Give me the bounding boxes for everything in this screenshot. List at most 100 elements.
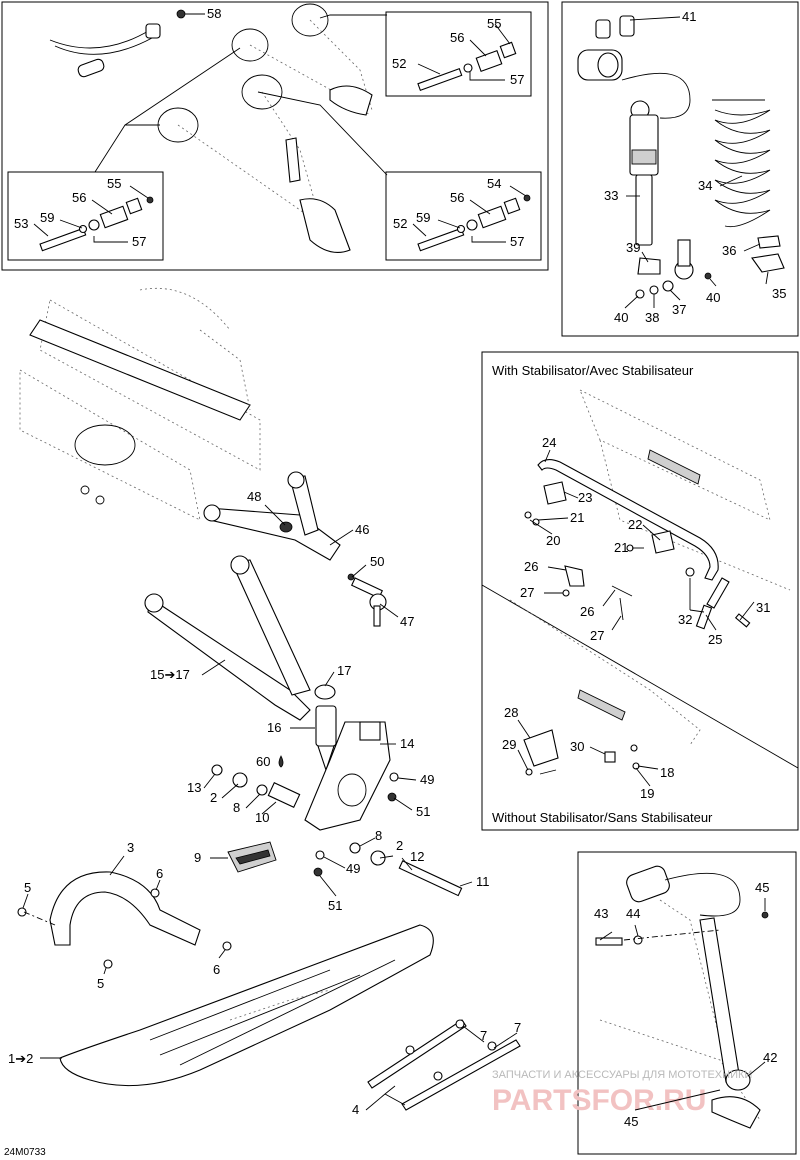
callout-40: 40 xyxy=(706,290,720,305)
callout-30: 30 xyxy=(570,739,584,754)
callout-24: 24 xyxy=(542,435,556,450)
callout-52: 52 xyxy=(392,56,406,71)
callout-51: 51 xyxy=(328,898,342,913)
stabilizer-small-parts xyxy=(524,511,634,621)
callout-32: 32 xyxy=(678,612,692,627)
callout-19: 19 xyxy=(640,786,654,801)
chassis-frame xyxy=(19,287,261,521)
callout-15-to-17: 15➔17 xyxy=(150,667,190,682)
stabilizer-panel-divider xyxy=(481,584,799,769)
callout-7: 7 xyxy=(514,1020,521,1035)
spring-seat-parts xyxy=(635,235,785,299)
callout-49: 49 xyxy=(346,861,360,876)
callout-13: 13 xyxy=(187,780,201,795)
callout-34: 34 xyxy=(698,178,712,193)
callout-48: 48 xyxy=(247,489,261,504)
callout-47: 47 xyxy=(400,614,414,629)
callout-59: 59 xyxy=(416,210,430,225)
shock-mount-panel xyxy=(577,851,797,1155)
callout-56: 56 xyxy=(450,30,464,45)
callout-55: 55 xyxy=(107,176,121,191)
callout-11: 11 xyxy=(476,874,490,889)
callout-45: 45 xyxy=(755,880,769,895)
callout-59: 59 xyxy=(40,210,54,225)
callout-21: 21 xyxy=(614,540,628,555)
callout-44: 44 xyxy=(626,906,640,921)
tie-rod-58 xyxy=(49,9,186,78)
callout-27: 27 xyxy=(590,628,604,643)
callout-26: 26 xyxy=(580,604,594,619)
callout-2: 2 xyxy=(396,838,403,853)
callout-31: 31 xyxy=(756,600,770,615)
stabilizer-frame-sketch xyxy=(509,389,791,746)
callout-38: 38 xyxy=(645,310,659,325)
callout-41: 41 xyxy=(682,9,696,24)
callout-52: 52 xyxy=(393,216,407,231)
callout-8: 8 xyxy=(233,800,240,815)
callout-50: 50 xyxy=(370,554,384,569)
callout-3: 3 xyxy=(127,840,134,855)
detail-box-lower-right xyxy=(385,171,542,261)
shock-mount-sketch xyxy=(595,865,769,1129)
callout-17: 17 xyxy=(337,663,351,678)
callout-35: 35 xyxy=(772,286,786,301)
callout-25: 25 xyxy=(708,632,722,647)
shock-absorber-33 xyxy=(577,15,694,280)
lower-a-arm-sketch xyxy=(157,74,351,253)
callout-51: 51 xyxy=(416,804,430,819)
callout-6: 6 xyxy=(156,866,163,881)
callout-22: 22 xyxy=(628,517,642,532)
callout-42: 42 xyxy=(763,1050,777,1065)
callout-28: 28 xyxy=(504,705,518,720)
stabilizer-bar-24 xyxy=(537,459,751,630)
callout-40: 40 xyxy=(614,310,628,325)
callout-55: 55 xyxy=(487,16,501,31)
callout-1-to-2: 1➔2 xyxy=(8,1051,33,1066)
callout-58: 58 xyxy=(207,6,221,21)
callout-36: 36 xyxy=(722,243,736,258)
detail-box-lower-left xyxy=(7,171,164,261)
callout-33: 33 xyxy=(604,188,618,203)
callout-57: 57 xyxy=(510,72,524,87)
lower-a-arm-15 xyxy=(144,555,337,772)
runner-4 xyxy=(367,1019,521,1111)
watermark-brand: PARTSFOR.RU xyxy=(492,1084,706,1117)
callout-23: 23 xyxy=(578,490,592,505)
callout-27: 27 xyxy=(520,585,534,600)
watermark: ЗАПЧАСТИ И АКСЕССУАРЫ ДЛЯ МОТОТЕХНИКИ PA… xyxy=(492,1069,752,1117)
callout-9: 9 xyxy=(194,850,201,865)
no-stabilizer-parts xyxy=(523,729,640,776)
callout-43: 43 xyxy=(594,906,608,921)
callout-6: 6 xyxy=(213,962,220,977)
callout-39: 39 xyxy=(626,240,640,255)
callout-21: 21 xyxy=(570,510,584,525)
callout-46: 46 xyxy=(355,522,369,537)
ski-1 xyxy=(59,924,434,1087)
spring-34 xyxy=(712,99,771,228)
upper-a-arm-sketch xyxy=(231,3,373,116)
stabilizer-panel xyxy=(481,351,799,831)
callout-20: 20 xyxy=(546,533,560,548)
spindle-14 xyxy=(304,721,391,831)
callout-4: 4 xyxy=(352,1102,359,1117)
callout-49: 49 xyxy=(420,772,434,787)
callout-5: 5 xyxy=(24,880,31,895)
caption-without-stabilizer: Without Stabilisator/Sans Stabilisateur xyxy=(492,810,713,825)
upper-arm-hardware-panel xyxy=(1,1,549,271)
callout-18: 18 xyxy=(660,765,674,780)
upper-a-arm-46 xyxy=(203,471,341,561)
callout-7: 7 xyxy=(480,1028,487,1043)
callout-29: 29 xyxy=(502,737,516,752)
tie-rod-end-47 xyxy=(347,573,387,627)
hardware-set-lower-left xyxy=(39,196,154,252)
caption-with-stabilizer: With Stabilisator/Avec Stabilisateur xyxy=(492,363,694,378)
callout-labels: 58 55 56 52 57 55 56 53 59 57 54 56 52 5… xyxy=(8,6,786,1129)
callout-10: 10 xyxy=(255,810,269,825)
hardware-set-lower-right xyxy=(417,194,531,252)
callout-56: 56 xyxy=(450,190,464,205)
callout-53: 53 xyxy=(14,216,28,231)
leader-lines xyxy=(22,13,769,1111)
pointer-upper xyxy=(319,14,387,19)
wear-pad-9 xyxy=(227,841,277,873)
